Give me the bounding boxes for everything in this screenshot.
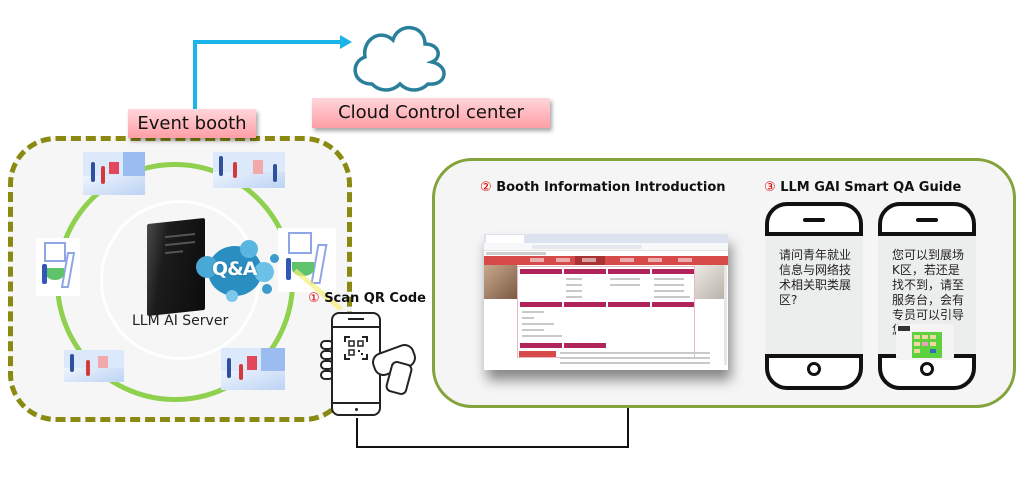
- user-question-message: 请问青年就业信息与网络技术相关职类展区?: [779, 248, 852, 307]
- booth-scene-icon: [213, 152, 285, 188]
- phone-screen: 请问青年就业信息与网络技术相关职类展区?: [765, 232, 863, 358]
- step-1-text: Scan QR Code: [324, 291, 426, 306]
- booth-scene-icon: [64, 350, 124, 382]
- qr-code-icon: [344, 336, 368, 360]
- step-2-text: Booth Information Introduction: [496, 180, 726, 195]
- phone-speaker: [803, 218, 825, 222]
- step-3-title: ③ LLM GAI Smart QA Guide: [764, 180, 961, 195]
- home-button-icon: [807, 362, 821, 376]
- step-2-title: ② Booth Information Introduction: [480, 180, 726, 195]
- qa-badge-text: Q&A: [212, 258, 257, 280]
- kiosk-icon: [36, 238, 80, 296]
- chat-phone-question: 请问青年就业信息与网络技术相关职类展区?: [765, 202, 863, 390]
- event-booth-label: Event booth: [128, 109, 256, 138]
- booth-to-cloud-arrowhead: [340, 35, 352, 49]
- chat-phone-answer: 您可以到展场K区，若还是找不到，请至服务台，会有专员可以引导您。: [878, 202, 976, 390]
- step-2-number: ②: [480, 180, 492, 195]
- floor-map-image: [896, 324, 954, 360]
- qa-bubbles-icon: Q&A: [190, 238, 285, 308]
- step-1-label: ① Scan QR Code: [308, 291, 426, 306]
- phone-to-browser-connector: [356, 382, 629, 448]
- booth-scene-icon: [221, 348, 285, 390]
- ai-answer-message: 您可以到展场K区，若还是找不到，请至服务台，会有专员可以引导您。: [892, 248, 965, 337]
- home-button-icon: [920, 362, 934, 376]
- server-label: LLM AI Server: [132, 313, 229, 329]
- booth-scene-icon: [83, 152, 145, 195]
- booth-to-cloud-arrow: [193, 40, 340, 112]
- booth-website-screenshot: [484, 234, 728, 370]
- cloud-icon: [353, 25, 446, 92]
- phone-screen: 您可以到展场K区，若还是找不到，请至服务台，会有专员可以引导您。: [878, 232, 976, 360]
- cloud-control-center-label: Cloud Control center: [312, 98, 550, 128]
- step-3-text: LLM GAI Smart QA Guide: [780, 180, 962, 195]
- step-1-number: ①: [308, 291, 320, 306]
- step-3-number: ③: [764, 180, 776, 195]
- phone-speaker: [916, 218, 938, 222]
